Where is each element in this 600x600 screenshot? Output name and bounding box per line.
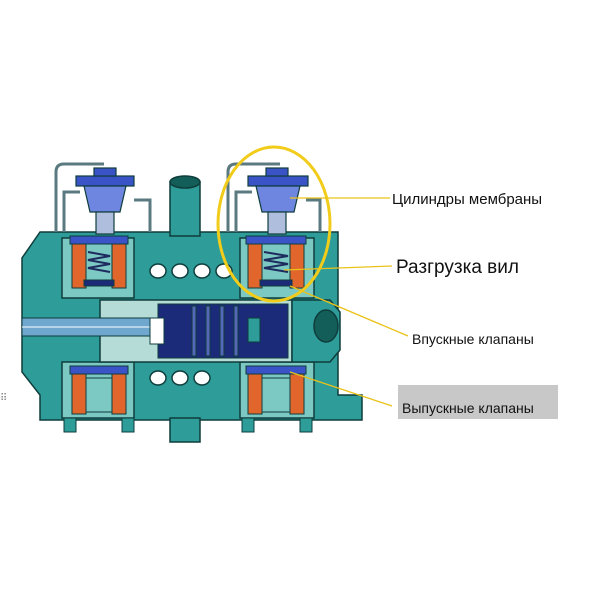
label-discharge-valves: Выпускные клапаны	[402, 400, 534, 416]
mounting-feet	[63, 417, 313, 433]
label-diaphragm-cylinders: Цилиндры мембраны	[392, 191, 543, 208]
suction-valve-left	[69, 235, 129, 289]
discharge-valve-right	[245, 365, 307, 415]
leader-lines	[283, 197, 409, 407]
piston	[149, 303, 289, 359]
top-pipe	[169, 175, 201, 237]
drag-handle-icon[interactable]: ⠿	[0, 393, 8, 404]
leader-line-unloading	[283, 265, 393, 271]
label-suction-valves: Впускные клапаны	[412, 331, 534, 347]
suction-valve-right	[245, 235, 307, 289]
leader-line-suction	[289, 285, 409, 337]
leader-line-discharge	[289, 371, 393, 407]
label-fork-unloading: Разгрузка вил	[396, 257, 519, 278]
highlight-ellipse	[216, 145, 332, 303]
diaphragm-cylinder-right	[226, 162, 322, 235]
bottom-pipe	[169, 417, 201, 443]
discharge-label-background	[398, 385, 558, 419]
diaphragm-cylinder-left	[54, 162, 152, 235]
piston-rod	[21, 317, 171, 337]
gas-passage-holes	[149, 263, 233, 386]
discharge-valve-left	[69, 365, 129, 415]
